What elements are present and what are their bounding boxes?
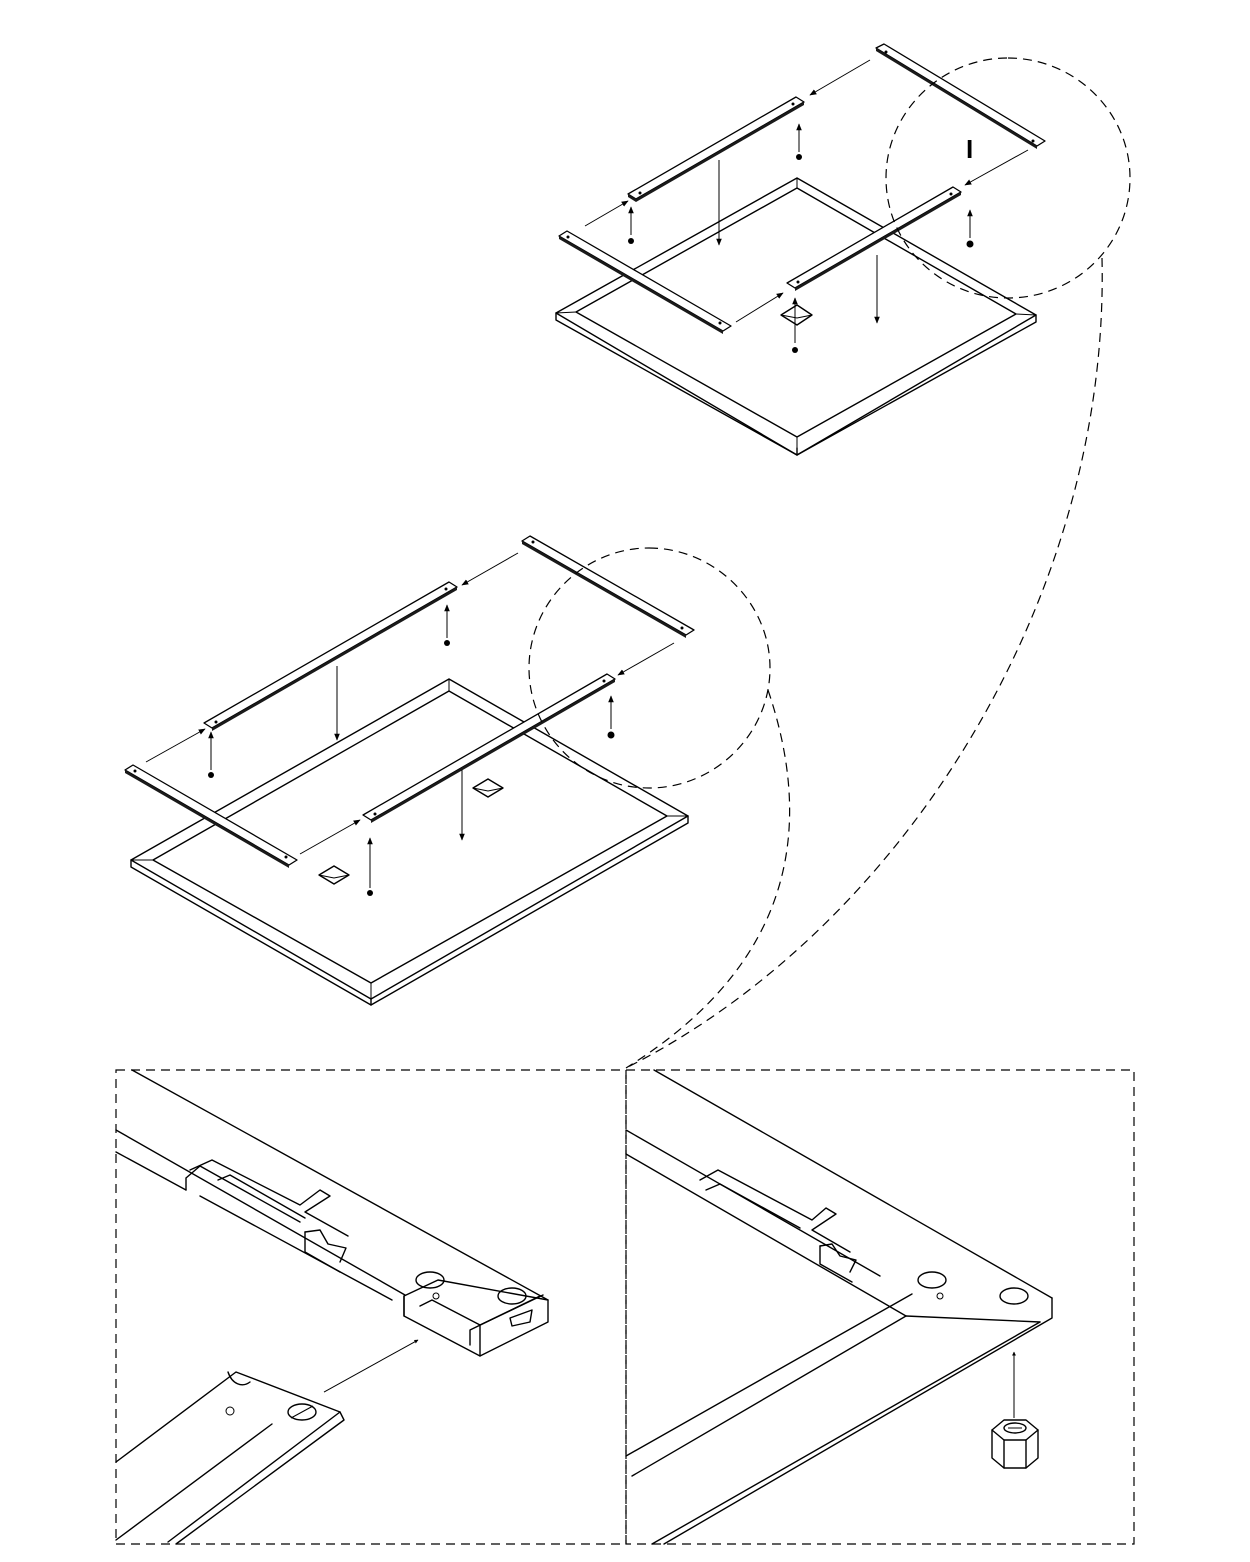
rectangular-panel-assembly: [124, 535, 771, 1006]
rect-assembly-nuts: [208, 640, 615, 896]
rect-assembly-arrows: [145, 552, 675, 888]
detail-box-right: [625, 1069, 1135, 1545]
square-assembly-arrows: [584, 59, 1029, 343]
rect-rail-back-right: [521, 535, 695, 638]
square-panel-assembly: I: [555, 43, 1131, 456]
square-rail-front-left: [558, 230, 732, 334]
rectangular-panel-frame: [130, 678, 689, 1006]
detail-install-nut: [625, 1069, 1135, 1545]
rect-rail-front-left: [124, 764, 298, 868]
detail-box-left: [115, 1069, 627, 1545]
detail-insert-rail: [115, 1069, 627, 1545]
square-panel-frame: [555, 177, 1037, 456]
rect-rail-front-right: [362, 673, 616, 823]
callout-leaders: [625, 257, 1103, 1069]
rect-rail-back-left: [203, 581, 458, 731]
square-rail-back-left: [627, 96, 805, 202]
square-rail-front-right: [786, 186, 962, 291]
square-assembly-nuts: [628, 154, 974, 353]
square-detail-circle: [885, 57, 1131, 299]
hex-nut-icon: [991, 1419, 1039, 1469]
rect-detail-circle: [528, 547, 771, 789]
square-rail-back-right: [875, 43, 1046, 149]
step-label: I: [966, 134, 973, 164]
